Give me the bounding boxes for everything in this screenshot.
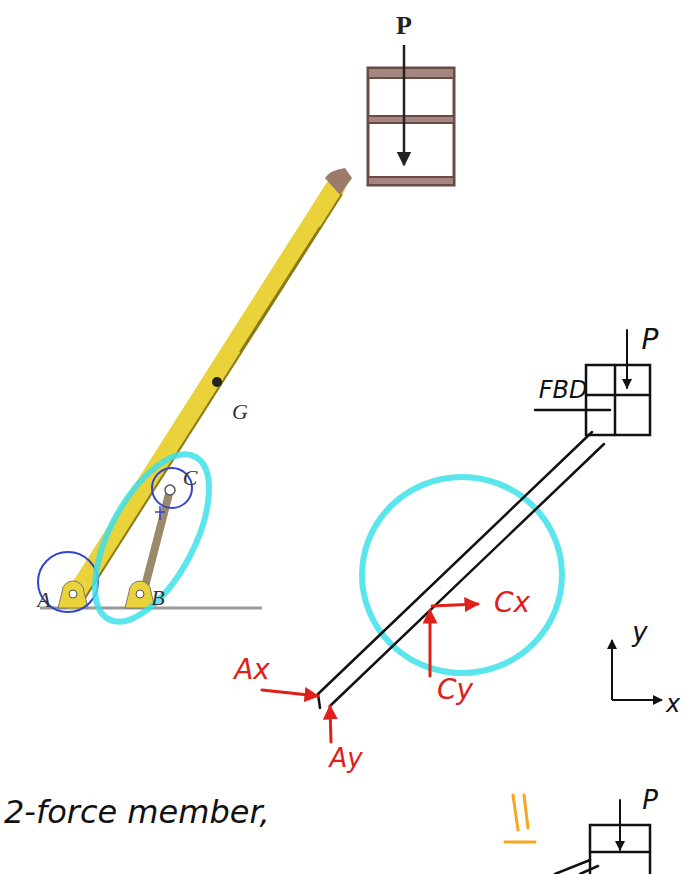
bottom-sketch: [505, 795, 650, 874]
force-arrows: [262, 604, 478, 742]
axis-label: y: [632, 619, 647, 645]
boom: [73, 188, 342, 606]
pin-supports: [58, 581, 155, 608]
annotation-circles: [38, 437, 562, 673]
load-label: P: [642, 326, 659, 354]
force-label: Ay: [329, 745, 362, 771]
point-label: G: [232, 401, 248, 423]
note-text: 2-force member,: [4, 796, 270, 828]
fbd-heading: FBD: [539, 378, 588, 402]
force-label: Cy: [437, 676, 473, 704]
point-label: B: [151, 587, 164, 609]
load-label: P: [396, 13, 412, 39]
force-label: Cx: [494, 589, 530, 617]
force-label: Ax: [234, 656, 270, 684]
axes: [612, 640, 662, 700]
fbd-sketch: [318, 330, 650, 708]
basket: [325, 45, 454, 195]
point-label: C: [183, 467, 198, 489]
load-label: P: [642, 787, 658, 813]
axis-label: x: [666, 692, 680, 716]
point-label: A: [37, 589, 50, 611]
